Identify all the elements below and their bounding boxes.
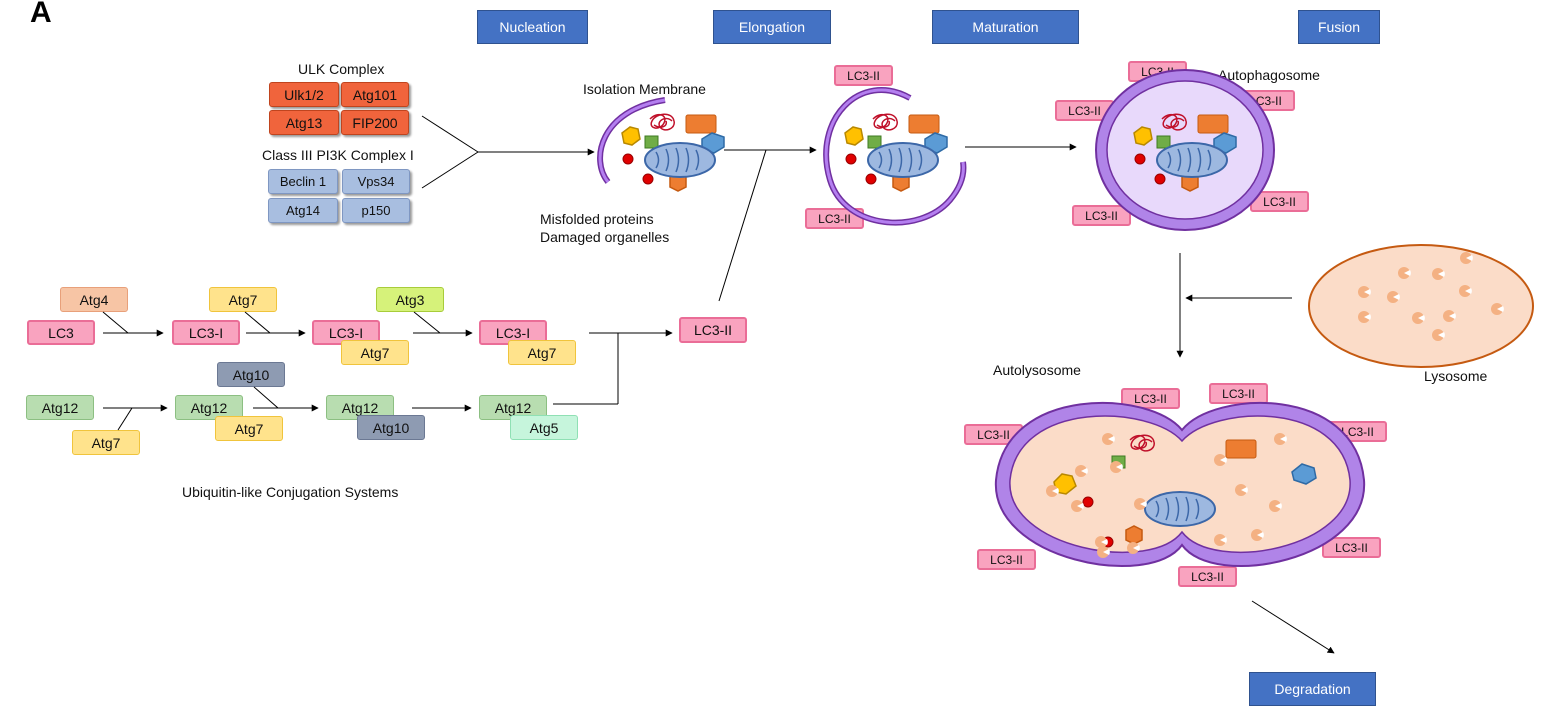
atg101-box: Atg101 [341, 82, 409, 107]
stage-nucleation: Nucleation [477, 10, 588, 44]
atg5-box: Atg5 [510, 415, 578, 440]
p150-box: p150 [342, 198, 410, 223]
atg3-box: Atg3 [376, 287, 444, 312]
atg7-box-4: Atg7 [72, 430, 140, 455]
lc3ii-tag-maturation-top: LC3-II [834, 65, 893, 86]
vps34-box: Vps34 [342, 169, 410, 194]
atg7-box-3: Atg7 [508, 340, 576, 365]
lc3ii-product-box: LC3-II [679, 317, 747, 343]
autolysosome-label: Autolysosome [993, 362, 1081, 378]
lc3ii-tag-autophagosome-right: LC3-II [1236, 90, 1295, 111]
atg4-box: Atg4 [60, 287, 128, 312]
stage-fusion: Fusion [1298, 10, 1380, 44]
lc3ii-tag-autophagosome-left: LC3-II [1055, 100, 1114, 121]
ulk1-2-box: Ulk1/2 [269, 82, 339, 107]
beclin1-box: Beclin 1 [268, 169, 338, 194]
lc3ii-tag-autophagosome-bottom-left: LC3-II [1072, 205, 1131, 226]
lc3ii-tag-autolysosome-top-1: LC3-II [1121, 388, 1180, 409]
lc3ii-tag-autolysosome-bottom-left: LC3-II [977, 549, 1036, 570]
ulk-complex-title: ULK Complex [298, 61, 385, 77]
damaged-organelles-label: Damaged organelles [540, 229, 670, 245]
lc3ii-tag-autolysosome-bottom: LC3-II [1178, 566, 1237, 587]
lc3ii-tag-autophagosome-bottom-right: LC3-II [1250, 191, 1309, 212]
panel-label: A [30, 0, 52, 29]
atg7-box-1: Atg7 [209, 287, 277, 312]
atg7-box-2: Atg7 [341, 340, 409, 365]
lysosome-label: Lysosome [1424, 368, 1488, 384]
lc3ii-tag-autophagosome-top: LC3-II [1128, 61, 1187, 82]
atg10-box-1: Atg10 [217, 362, 285, 387]
stage-maturation: Maturation [932, 10, 1079, 44]
fip200-box: FIP200 [341, 110, 409, 135]
atg14-box: Atg14 [268, 198, 338, 223]
pi3k-complex-title: Class III PI3K Complex I [262, 147, 414, 163]
lc3ii-tag-autolysosome-right: LC3-II [1328, 421, 1387, 442]
lc3ii-tag-autolysosome-bottom-right: LC3-II [1322, 537, 1381, 558]
stage-elongation: Elongation [713, 10, 831, 44]
lc3i-box-1: LC3-I [172, 320, 240, 345]
misfolded-proteins-label: Misfolded proteins [540, 211, 654, 227]
atg7-box-5: Atg7 [215, 416, 283, 441]
atg10-box-2: Atg10 [357, 415, 425, 440]
autophagosome-label: Autophagosome [1218, 67, 1320, 83]
stage-degradation: Degradation [1249, 672, 1376, 706]
isolation-membrane-label: Isolation Membrane [583, 81, 706, 97]
lc3ii-tag-autolysosome-top-2: LC3-II [1209, 383, 1268, 404]
atg13-box: Atg13 [269, 110, 339, 135]
atg12-box-2: Atg12 [175, 395, 243, 420]
lc3-box: LC3 [27, 320, 95, 345]
atg12-box-1: Atg12 [26, 395, 94, 420]
lc3ii-tag-maturation-bottom: LC3-II [805, 208, 864, 229]
lc3ii-tag-autolysosome-left: LC3-II [964, 424, 1023, 445]
ubiquitin-conjugation-label: Ubiquitin-like Conjugation Systems [182, 484, 399, 500]
